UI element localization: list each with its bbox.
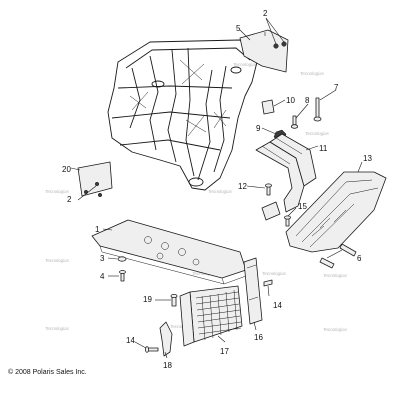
watermark: Tecnologias (45, 189, 70, 194)
callout-15: 15 (298, 202, 307, 211)
watermark: Tecnologias (323, 273, 348, 278)
watermark: Tecnologias (45, 258, 70, 263)
callout-8: 8 (305, 96, 310, 105)
part-20-panel (77, 161, 113, 198)
part-19-bolt (170, 293, 178, 307)
callout-11: 11 (319, 144, 328, 153)
part-1-skid-plate (91, 219, 247, 285)
callout-3: 3 (100, 254, 105, 263)
callouts: 20 2 1 3 4 5 2 7 10 8 9 11 13 12 15 6 19… (62, 9, 372, 370)
callout-9: 9 (256, 124, 261, 133)
callout-2-left: 2 (67, 195, 72, 204)
watermark: Tecnologias (300, 71, 325, 76)
leader-lines (70, 17, 363, 359)
part-15-bolt (284, 215, 291, 227)
watermark: Tecnologias (305, 131, 330, 136)
part-17-grille (179, 285, 243, 347)
callout-6: 6 (357, 254, 362, 263)
part-18-bracket (159, 321, 173, 357)
watermark: Tecnologias (233, 62, 258, 67)
part-11-bumper (255, 133, 317, 221)
watermark: Tecnologias (45, 326, 70, 331)
part-10-block (261, 99, 275, 115)
callout-7: 7 (334, 83, 339, 92)
part-8-bolt (290, 115, 299, 129)
callout-13: 13 (363, 154, 372, 163)
watermark: Tecnologias (323, 327, 348, 332)
part-14-bolt-upper (263, 279, 273, 287)
callout-1: 1 (95, 225, 100, 234)
part-14-bolt-lower (144, 346, 159, 353)
callout-10: 10 (286, 96, 295, 105)
callout-18: 18 (163, 361, 172, 370)
part-12-bolt (265, 183, 272, 196)
callout-19: 19 (143, 295, 152, 304)
callout-5: 5 (236, 24, 241, 33)
watermark: Tecnologias (262, 271, 287, 276)
part-5-bracket (239, 29, 289, 73)
callout-12: 12 (238, 182, 247, 191)
callout-14-left: 14 (126, 336, 135, 345)
callout-16: 16 (254, 333, 263, 342)
part-3-4-fasteners (117, 256, 127, 282)
part-13-front-guard (285, 171, 387, 253)
callout-20: 20 (62, 165, 71, 174)
callout-14-right: 14 (273, 301, 282, 310)
part-16-panel (243, 257, 263, 325)
watermark: Tecnologias (208, 189, 233, 194)
callout-17: 17 (220, 347, 229, 356)
part-7-bolt (313, 97, 322, 122)
callout-2-top: 2 (263, 9, 268, 18)
part-6-clips (319, 243, 357, 269)
copyright-notice: © 2008 Polaris Sales Inc. (8, 369, 87, 376)
callout-4: 4 (100, 272, 105, 281)
